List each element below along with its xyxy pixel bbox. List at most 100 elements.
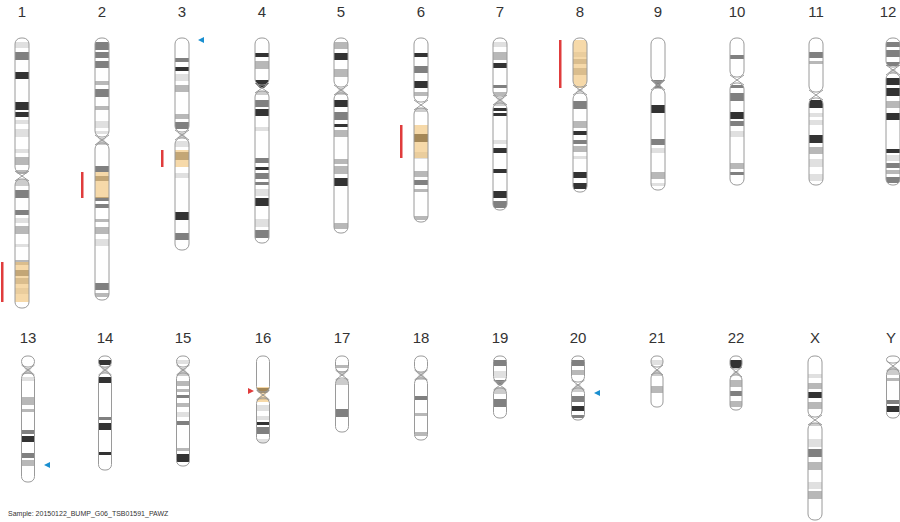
q-arm-outline <box>22 373 35 482</box>
centromere <box>177 365 190 375</box>
chromosome-band <box>334 100 348 107</box>
chromosome-band <box>730 112 744 119</box>
highlight-region <box>95 172 109 198</box>
chromosome-band <box>808 360 822 363</box>
chromosome-band <box>177 454 190 462</box>
chromosome-band <box>95 52 109 58</box>
chromosome-band <box>15 250 29 255</box>
chromosome-band <box>95 81 109 85</box>
chromosome-band <box>493 52 507 60</box>
chromosome-band <box>808 366 822 370</box>
chromosome-band <box>414 42 428 45</box>
p-arm-outline <box>175 38 189 132</box>
centromere <box>651 80 665 90</box>
chromosome-band <box>493 184 507 187</box>
band-group <box>415 356 428 440</box>
chromosome-band <box>887 390 900 396</box>
chromosome-body <box>886 38 900 185</box>
chromosome-band <box>572 396 585 402</box>
chromosome-band <box>651 172 665 179</box>
chromosome-band <box>95 275 109 278</box>
chromosome-band <box>257 416 270 420</box>
chromosome-band <box>730 140 744 148</box>
chromosome-band <box>809 130 823 133</box>
chromosome-band <box>175 51 189 56</box>
centromere <box>651 365 663 375</box>
chromosome-band <box>175 85 189 92</box>
chromosome-band <box>177 360 190 364</box>
chromosome-band <box>22 460 35 466</box>
chromosome-band <box>651 53 665 60</box>
centromere <box>15 171 29 181</box>
chromosome-band <box>809 100 823 108</box>
chromosome-band <box>651 386 663 393</box>
chromosome-band <box>651 93 665 100</box>
centromere <box>886 65 900 75</box>
chromosome-band <box>95 150 109 156</box>
chromosome-band <box>887 367 900 375</box>
chromosome-band <box>493 191 507 198</box>
chromosome-band <box>808 374 822 378</box>
chromosome-band <box>414 48 428 51</box>
chromosome-band <box>334 178 348 186</box>
centromere <box>415 370 428 380</box>
chromosome-band <box>22 436 35 442</box>
chromosome-band <box>255 127 269 131</box>
chromosome-band <box>22 430 35 434</box>
q-arm-outline <box>809 98 823 185</box>
chromosome-band <box>255 173 269 179</box>
chromosome-band <box>22 360 35 364</box>
chromosome-band <box>415 402 428 408</box>
q-arm-outline <box>334 93 348 233</box>
chromosome-band <box>573 131 587 135</box>
chromosome-number: 9 <box>654 4 662 20</box>
chromosome-band <box>809 120 823 125</box>
chromosome-number: 6 <box>417 4 425 20</box>
chromosome-band <box>175 67 189 71</box>
chromosome-band <box>95 211 109 216</box>
chromosome-body <box>730 38 744 185</box>
chromosome-band <box>730 380 742 387</box>
chromosome-band <box>730 93 744 101</box>
chromosome-band <box>99 388 112 394</box>
highlight-region <box>573 40 587 88</box>
chromosome-body <box>887 356 900 418</box>
chromosome-band <box>808 462 822 470</box>
chromosome-band <box>886 78 900 85</box>
marker-triangle <box>198 37 204 43</box>
chromosome <box>651 356 663 407</box>
chromosome-body <box>334 38 348 233</box>
chromosome-band <box>15 190 29 198</box>
q-arm-outline <box>175 138 189 250</box>
chromosome-band <box>175 122 189 129</box>
p-arm-outline <box>494 356 507 382</box>
chromosome-band <box>809 52 823 58</box>
p-arm-outline <box>99 356 112 367</box>
chromosome-band <box>15 157 29 165</box>
chromosome-band <box>95 89 109 97</box>
chromosome-band <box>95 204 109 208</box>
chromosome-band <box>494 371 507 378</box>
chromosome-band <box>255 121 269 125</box>
chromosome-band <box>493 108 507 111</box>
chromosome-band <box>651 139 665 145</box>
chromosome-band <box>95 227 109 234</box>
chromosome-band <box>886 88 900 96</box>
chromosome <box>494 356 507 418</box>
chromosome-band <box>808 439 822 447</box>
chromosome-band <box>808 512 822 515</box>
band-group <box>886 38 900 185</box>
chromosome-number: 2 <box>98 4 106 20</box>
chromosome-band <box>15 72 29 79</box>
chromosome-band <box>886 50 900 57</box>
chromosome <box>808 356 822 520</box>
chromosome-band <box>95 42 109 50</box>
chromosome-number: 8 <box>576 4 584 20</box>
chromosome-band <box>334 124 348 127</box>
chromosome-band <box>493 113 507 116</box>
band-group <box>730 38 744 185</box>
band-group <box>22 356 35 482</box>
chromosome <box>177 356 190 466</box>
q-arm-outline <box>255 91 269 243</box>
